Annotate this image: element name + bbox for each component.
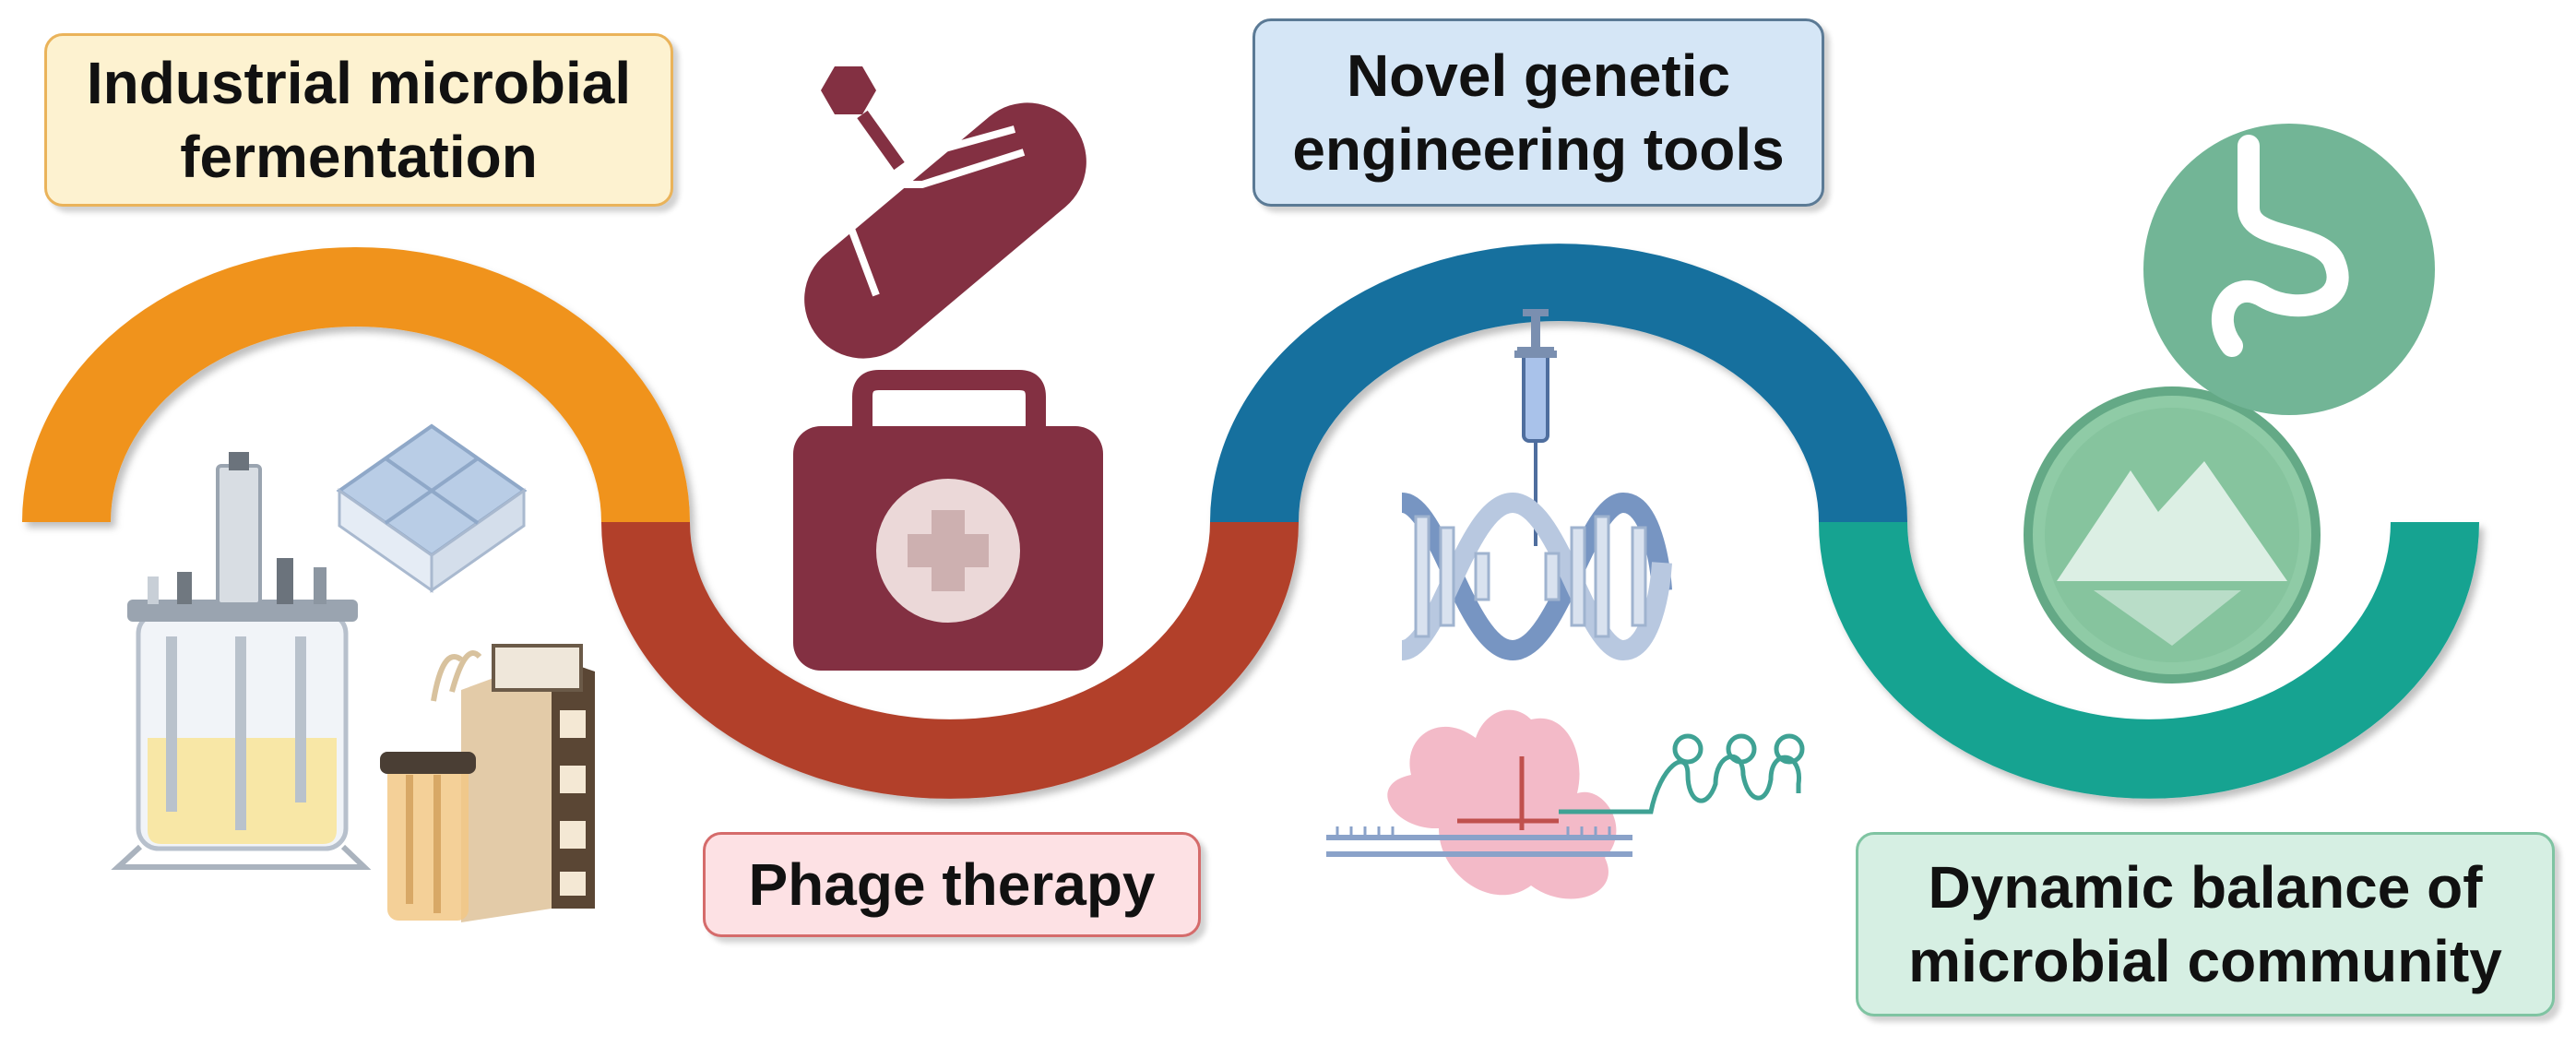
genetic-line2: engineering tools [1292,116,1785,183]
dynamic-line1: Dynamic balance of [1928,854,2483,921]
industrial-line1: Industrial microbial [86,50,632,116]
phage-line1: Phage therapy [748,851,1156,918]
bioreactor-icon [111,452,372,870]
phage-therapy-label: Phage therapy [703,832,1201,937]
dynamic-line2: microbial community [1908,928,2502,994]
industrial-fermentation-label: Industrial microbial fermentation [44,33,673,207]
arc-industrial [22,247,690,522]
dna-helix-icon [1399,492,1672,661]
wave-path [22,244,2479,799]
arc-genetic [1210,244,1907,522]
genetic-engineering-label: Novel genetic engineering tools [1252,18,1824,207]
industrial-line2: fermentation [180,124,538,190]
bacteriophage-icon [804,66,1086,359]
medical-kit-icon [793,370,1103,671]
arc-phage [601,522,1299,799]
mountain-badge-icon [2024,386,2321,683]
microbial-balance-label: Dynamic balance of microbial community [1856,832,2555,1016]
stomach-icon [2143,124,2435,415]
cell-culture-plate-icon [336,423,528,593]
genetic-line1: Novel genetic [1346,42,1731,109]
crispr-cas-icon [1326,709,1805,899]
arc-dynamic [1819,522,2479,799]
fermenter-controller-icon [380,644,595,922]
